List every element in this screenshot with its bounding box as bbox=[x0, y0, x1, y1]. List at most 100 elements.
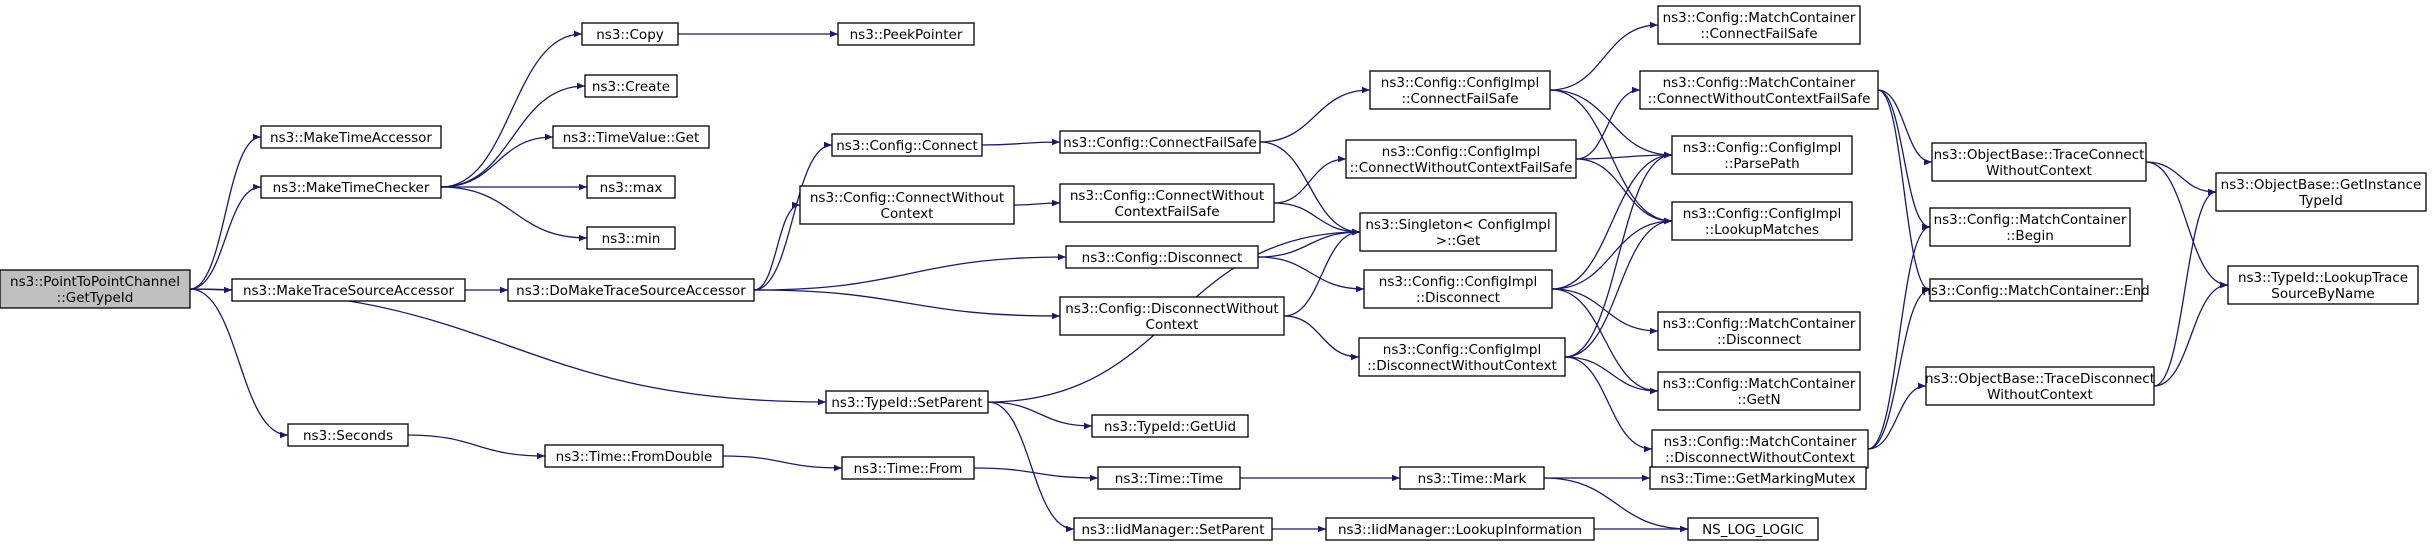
node-configConnect[interactable]: ns3::Config::Connect bbox=[831, 133, 983, 157]
node-configConnectFailSafe[interactable]: ns3::Config::ConnectFailSafe bbox=[1059, 130, 1261, 154]
node-mcConnectWithoutContextFailSafe[interactable]: ns3::Config::MatchContainer::ConnectWith… bbox=[1639, 70, 1879, 110]
node-mcDisconnectWithoutContext[interactable]: ns3::Config::MatchContainer::DisconnectW… bbox=[1651, 429, 1869, 469]
node-label: ns3::Config::DisconnectWithout bbox=[1065, 301, 1278, 317]
edge-implDisconnectWithoutContext-to-mcGetN bbox=[1564, 356, 1659, 395]
node-configConnectWithoutContext[interactable]: ns3::Config::ConnectWithoutContext bbox=[799, 185, 1015, 225]
edge-doMakeTraceSourceAccessor-to-configDisconnectWithoutContext bbox=[753, 289, 1061, 320]
node-implDisconnect[interactable]: ns3::Config::ConfigImpl::Disconnect bbox=[1363, 269, 1553, 309]
node-timeTime[interactable]: ns3::Time::Time bbox=[1097, 466, 1241, 490]
node-mcGetN[interactable]: ns3::Config::MatchContainer::GetN bbox=[1657, 371, 1861, 411]
node-traceConnectWithoutContext[interactable]: ns3::ObjectBase::TraceConnectWithoutCont… bbox=[1931, 142, 2147, 182]
node-label: ns3::Config::Disconnect bbox=[1082, 250, 1243, 266]
node-label: ::GetTypeId bbox=[57, 290, 134, 306]
node-mcEnd[interactable]: ns3::Config::MatchContainer::End bbox=[1922, 278, 2150, 302]
node-box bbox=[1929, 207, 2131, 247]
node-makeTimeChecker[interactable]: ns3::MakeTimeChecker bbox=[260, 175, 442, 199]
node-implParsePath[interactable]: ns3::Config::ConfigImpl::ParsePath bbox=[1671, 135, 1853, 175]
node-configDisconnect[interactable]: ns3::Config::Disconnect bbox=[1065, 245, 1259, 269]
node-label: ::DisconnectWithoutContext bbox=[1665, 450, 1855, 466]
node-doMakeTraceSourceAccessor[interactable]: ns3::DoMakeTraceSourceAccessor bbox=[507, 278, 755, 302]
node-peekPointer[interactable]: ns3::PeekPointer bbox=[837, 22, 975, 46]
node-typeIdSetParent[interactable]: ns3::TypeId::SetParent bbox=[825, 390, 989, 414]
node-implLookupMatches[interactable]: ns3::Config::ConfigImpl::LookupMatches bbox=[1671, 201, 1853, 241]
node-label: ::ConnectWithoutContextFailSafe bbox=[1648, 91, 1871, 107]
node-box bbox=[1639, 70, 1879, 110]
edge-configConnectWithoutContextFailSafe-to-singletonGet bbox=[1273, 202, 1361, 236]
node-max[interactable]: ns3::max bbox=[586, 175, 676, 199]
node-label: ns3::DoMakeTraceSourceAccessor bbox=[516, 283, 746, 299]
node-box bbox=[584, 74, 678, 98]
node-implConnectWithoutContextFailSafe[interactable]: ns3::Config::ConfigImpl::ConnectWithoutC… bbox=[1345, 139, 1577, 179]
node-box bbox=[1059, 183, 1275, 223]
node-box bbox=[1649, 466, 1867, 490]
edge-traceConnectWithoutContext-to-getInstanceTypeId bbox=[2145, 161, 2217, 196]
node-configDisconnectWithoutContext[interactable]: ns3::Config::DisconnectWithoutContext bbox=[1059, 296, 1285, 336]
node-box bbox=[581, 22, 679, 46]
edge-configConnectFailSafe-to-singletonGet bbox=[1259, 141, 1361, 236]
node-root[interactable]: ns3::PointToPointChannel::GetTypeId bbox=[0, 269, 191, 309]
edge-doMakeTraceSourceAccessor-to-configConnectWithoutContext bbox=[753, 201, 801, 291]
edge-traceDisconnectWithoutContext-to-lookupTraceSourceByName bbox=[2153, 281, 2229, 387]
node-implDisconnectWithoutContext[interactable]: ns3::Config::ConfigImpl::DisconnectWitho… bbox=[1358, 337, 1566, 377]
edge-typeIdSetParent-to-iidSetParent bbox=[987, 401, 1075, 533]
node-timeFrom[interactable]: ns3::Time::From bbox=[841, 456, 975, 480]
node-box bbox=[1925, 366, 2155, 406]
node-implConnectFailSafe[interactable]: ns3::Config::ConfigImpl::ConnectFailSafe bbox=[1369, 70, 1551, 110]
node-iidLookupInformation[interactable]: ns3::IidManager::LookupInformation bbox=[1325, 517, 1595, 541]
node-box bbox=[841, 456, 975, 480]
node-traceDisconnectWithoutContext[interactable]: ns3::ObjectBase::TraceDisconnectWithoutC… bbox=[1925, 366, 2155, 406]
node-box bbox=[1073, 517, 1273, 541]
node-timeMark[interactable]: ns3::Time::Mark bbox=[1399, 466, 1545, 490]
node-timeFromDouble[interactable]: ns3::Time::FromDouble bbox=[544, 444, 724, 468]
node-box bbox=[799, 185, 1015, 225]
node-seconds[interactable]: ns3::Seconds bbox=[287, 423, 409, 447]
node-min[interactable]: ns3::min bbox=[586, 226, 676, 250]
node-label: ::DisconnectWithoutContext bbox=[1367, 358, 1557, 374]
edge-root-to-seconds bbox=[189, 288, 289, 439]
node-label: ns3::Time::Time bbox=[1115, 471, 1223, 487]
node-nsLogLogic[interactable]: NS_LOG_LOGIC bbox=[1687, 517, 1819, 541]
node-timeGetMarkingMutex[interactable]: ns3::Time::GetMarkingMutex bbox=[1649, 466, 1867, 490]
edge-doMakeTraceSourceAccessor-to-configDisconnect bbox=[753, 253, 1067, 291]
node-typeIdGetUid[interactable]: ns3::TypeId::GetUid bbox=[1091, 414, 1249, 438]
node-label: ns3::Time::GetMarkingMutex bbox=[1660, 471, 1855, 487]
node-label: ::Disconnect bbox=[1416, 290, 1500, 306]
node-timeValueGet[interactable]: ns3::TimeValue::Get bbox=[552, 125, 710, 149]
edge-configDisconnect-to-implDisconnect bbox=[1257, 256, 1365, 293]
node-label: ns3::Config::MatchContainer bbox=[1663, 376, 1856, 392]
edge-implDisconnectWithoutContext-to-implLookupMatches bbox=[1564, 217, 1673, 358]
node-label: ::ParsePath bbox=[1724, 156, 1799, 172]
node-label: ns3::Config::ConfigImpl bbox=[1683, 140, 1841, 156]
node-label: ns3::ObjectBase::TraceConnect bbox=[1934, 147, 2145, 163]
edge-implDisconnect-to-mcDisconnect bbox=[1551, 288, 1659, 335]
edge-implConnectFailSafe-to-implParsePath bbox=[1549, 89, 1673, 159]
node-mcBegin[interactable]: ns3::Config::MatchContainer::Begin bbox=[1929, 207, 2131, 247]
node-box bbox=[586, 226, 676, 250]
node-mcDisconnect[interactable]: ns3::Config::MatchContainer::Disconnect bbox=[1657, 311, 1861, 351]
node-copy[interactable]: ns3::Copy bbox=[581, 22, 679, 46]
node-singletonGet[interactable]: ns3::Singleton< ConfigImpl >::Get bbox=[1359, 212, 1557, 252]
node-box bbox=[507, 278, 755, 302]
node-box bbox=[825, 390, 989, 414]
node-box bbox=[1358, 337, 1566, 377]
node-create[interactable]: ns3::Create bbox=[584, 74, 678, 98]
node-configConnectWithoutContextFailSafe[interactable]: ns3::Config::ConnectWithoutContextFailSa… bbox=[1059, 183, 1275, 223]
edge-seconds-to-timeFromDouble bbox=[407, 434, 546, 460]
node-label: ns3::Config::MatchContainer bbox=[1663, 316, 1856, 332]
node-mcConnectFailSafe[interactable]: ns3::Config::MatchContainer::ConnectFail… bbox=[1657, 5, 1861, 45]
node-label: ns3::Config::ConfigImpl bbox=[1383, 342, 1541, 358]
edge-mcConnectWithoutContextFailSafe-to-mcEnd bbox=[1877, 89, 1931, 294]
edge-configConnectWithoutContext-to-configConnectWithoutContextFailSafe bbox=[1013, 199, 1061, 207]
node-box bbox=[831, 133, 983, 157]
node-label: ns3::Config::ConfigImpl bbox=[1381, 75, 1539, 91]
edge-configDisconnectWithoutContext-to-implDisconnectWithoutContext bbox=[1283, 315, 1360, 361]
node-makeTimeAccessor[interactable]: ns3::MakeTimeAccessor bbox=[260, 125, 442, 149]
node-box bbox=[552, 125, 710, 149]
node-makeTraceSourceAccessor[interactable]: ns3::MakeTraceSourceAccessor bbox=[231, 278, 466, 302]
node-iidSetParent[interactable]: ns3::IidManager::SetParent bbox=[1073, 517, 1273, 541]
node-label: ns3::Config::Connect bbox=[836, 138, 978, 154]
node-box bbox=[1325, 517, 1595, 541]
node-box bbox=[1369, 70, 1551, 110]
